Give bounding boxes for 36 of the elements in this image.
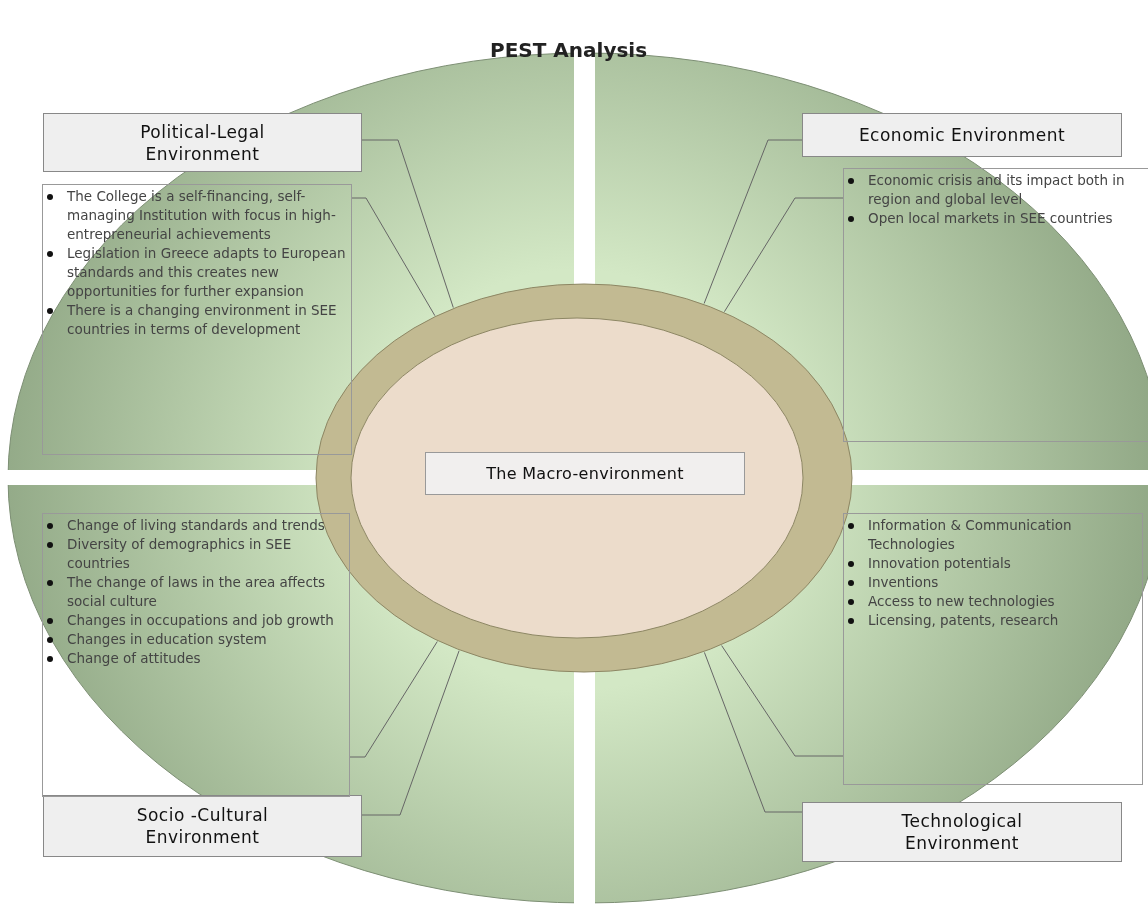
bullet-item: There is a changing environment in SEE countries in terms of development (67, 302, 337, 337)
bullet-item: The change of laws in the area affects social culture (67, 574, 326, 609)
leader-line (351, 197, 436, 317)
heading-text: Economic Environment (857, 124, 1067, 146)
bullet-item: Change of attitudes (67, 650, 201, 666)
bullet-item: Access to new technologies (868, 593, 1055, 609)
bullet-item: Inventions (868, 574, 939, 590)
bullet-item: Change of living standards and trends (67, 517, 325, 533)
leader-line (721, 645, 844, 757)
heading-box (43, 795, 362, 857)
bullet-item: Diversity of demographics in SEE countries (67, 536, 292, 571)
bullet-list-box (843, 513, 1143, 785)
bullet-item: Open local markets in SEE countries (868, 210, 1113, 226)
heading-text: Socio -Cultural Environment (135, 804, 270, 848)
heading-text: Political-Legal Environment (139, 120, 266, 165)
bullet-item: Licensing, patents, research (868, 612, 1059, 628)
leader-line (361, 139, 454, 309)
bullet-item: Changes in education system (67, 631, 267, 647)
heading-box (802, 802, 1122, 862)
bullet-item: Innovation potentials (868, 555, 1011, 571)
heading-box (802, 113, 1122, 157)
bullet-list-box (42, 184, 352, 455)
bullet-item: Information & Communication Technologies (868, 517, 1072, 552)
label-box: The Macro-environment (425, 452, 745, 495)
bullet-item: Changes in occupations and job growth (67, 612, 334, 628)
bullet-item: Economic crisis and its impact both in region and global level (868, 172, 1125, 207)
bullet-list-box (42, 513, 350, 797)
leader-line (349, 641, 438, 758)
leader-line (703, 139, 803, 304)
heading-box (43, 113, 362, 172)
leader-line (703, 651, 803, 813)
bullet-list-box (843, 168, 1148, 442)
leader-line (361, 650, 460, 816)
diagram-title: PEST Analysis (490, 38, 648, 62)
leader-line (723, 197, 844, 313)
heading-text: Technological Environment (900, 810, 1024, 854)
